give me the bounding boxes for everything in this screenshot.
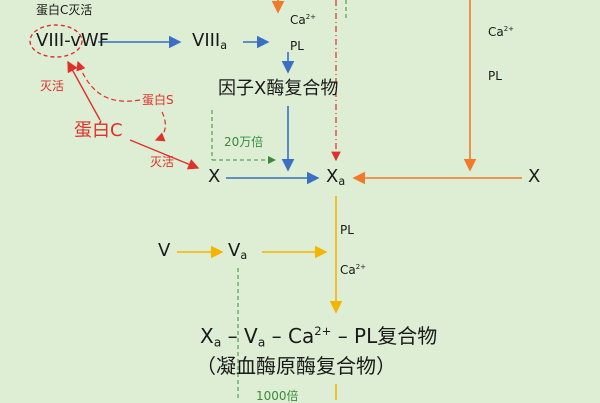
red-dashed-curve-protein-s-lower bbox=[154, 111, 166, 142]
label-inactivate-top: 灭活 bbox=[40, 79, 65, 93]
label-ca2-top: Ca2+ bbox=[290, 13, 316, 27]
red-arrow-protein-c-to-viii bbox=[67, 60, 101, 121]
label-prothrombinase-note: （凝血酶原酶复合物） bbox=[196, 354, 396, 378]
label-protein-c: 蛋白C bbox=[74, 120, 123, 141]
label-x-left: X bbox=[208, 166, 221, 187]
red-dashed-ellipse bbox=[29, 24, 83, 58]
label-inactivate-bottom: 灭活 bbox=[150, 155, 175, 169]
red-dashed-curve-protein-s bbox=[76, 60, 141, 102]
label-amplify-1000: 1000倍 bbox=[256, 389, 299, 403]
label-prothrombinase-complex: Xa – Va – Ca2+ – PL复合物 bbox=[200, 324, 438, 350]
label-pl-right: PL bbox=[488, 69, 502, 83]
label-xa: Xa bbox=[326, 166, 346, 189]
label-viii-vwf: VIII-vWF bbox=[36, 30, 110, 51]
label-v: V bbox=[158, 240, 171, 261]
label-ca2-lower: Ca2+ bbox=[340, 263, 366, 277]
label-pl-top: PL bbox=[290, 39, 304, 53]
label-amplify-200k: 20万倍 bbox=[224, 135, 264, 149]
label-x-right: X bbox=[528, 166, 541, 187]
label-protein-s: 蛋白S bbox=[142, 93, 174, 107]
label-pl-lower: PL bbox=[340, 223, 354, 237]
label-viiia: VIIIa bbox=[192, 30, 228, 53]
label-tenase-complex: 因子X酶复合物 bbox=[218, 78, 339, 99]
label-va: Va bbox=[228, 240, 248, 263]
label-ca2-right: Ca2+ bbox=[488, 25, 514, 39]
red-arrow-protein-c-to-x bbox=[129, 139, 200, 170]
label-protein-c-inactivation: 蛋白C灭活 bbox=[36, 3, 93, 17]
